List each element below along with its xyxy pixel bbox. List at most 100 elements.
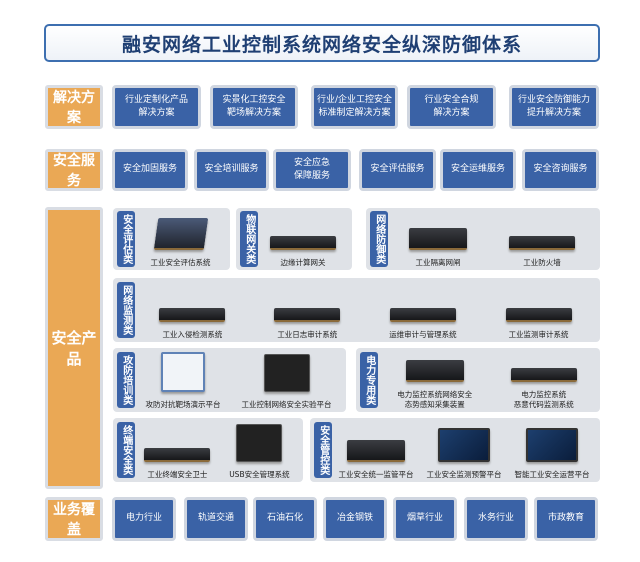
label-line: 安全培训服务 <box>204 164 259 175</box>
item-label: 行业安全防御能力提升解决方案 <box>518 94 590 121</box>
product-item[interactable]: 工业隔离网闸 <box>409 211 467 267</box>
product-item[interactable]: 工业防火墙 <box>509 211 575 267</box>
item-label: 烟草行业 <box>407 512 443 526</box>
solutions-item[interactable]: 行业安全合规解决方案 <box>407 85 496 129</box>
product-item[interactable]: 工业安全监测预警平台 <box>427 421 502 479</box>
product-item[interactable]: 工业日志审计系统 <box>274 281 341 339</box>
group-items: 工业隔离网闸 工业防火墙 <box>388 211 596 267</box>
group-title: 网络防御类 <box>370 211 388 267</box>
device-image-icon <box>236 423 283 462</box>
product-label: 边缘计算网关 <box>280 257 326 267</box>
group-title: 物联网关类 <box>240 211 258 267</box>
product-group: 网络监测类工业入侵检测系统工业日志审计系统运维审计与管理系统工业监测审计系统 <box>113 278 600 342</box>
solutions-item[interactable]: 行业定制化产品解决方案 <box>112 85 201 129</box>
product-item[interactable]: 攻防对抗靶场演示平台 <box>146 351 221 409</box>
group-title: 终端安全类 <box>117 422 135 478</box>
label-line: 实景化工控安全 <box>222 94 286 105</box>
product-label: 工业安全统一监管平台 <box>338 469 414 479</box>
product-item[interactable]: 工业安全评估系统 <box>151 211 211 267</box>
product-item[interactable]: 工业终端安全卫士 <box>144 421 211 479</box>
solutions-item[interactable]: 行业安全防御能力提升解决方案 <box>509 85 599 129</box>
label-line: 水务行业 <box>477 513 514 524</box>
product-label: 智能工业安全运营平台 <box>514 469 590 479</box>
device-image-icon <box>159 307 226 322</box>
product-item[interactable]: 电力监控系统网络安全 态势感知采集装置 <box>397 351 472 409</box>
product-item[interactable]: USB安全管理系统 <box>229 421 290 479</box>
product-label: 运维审计与管理系统 <box>389 329 457 339</box>
product-item[interactable]: 工业监测审计系统 <box>505 281 572 339</box>
coverage-item[interactable]: 石油石化 <box>253 497 317 541</box>
product-label: 工业控制网络安全实验平台 <box>241 399 332 409</box>
item-label: 石油石化 <box>267 512 303 526</box>
device-image-icon <box>526 427 578 462</box>
device-image-icon <box>270 235 336 250</box>
group-items: 电力监控系统网络安全 态势感知采集装置电力监控系统 恶意代码监测系统 <box>378 351 596 409</box>
coverage-item[interactable]: 轨道交通 <box>184 497 248 541</box>
device-image-icon <box>161 351 205 392</box>
item-label: 安全加固服务 <box>123 163 177 177</box>
label-line: 安全运维服务 <box>450 164 505 175</box>
coverage-item[interactable]: 水务行业 <box>464 497 528 541</box>
product-item[interactable]: 智能工业安全运营平台 <box>515 421 590 479</box>
label-line: 行业安全合规 <box>424 94 479 105</box>
device-image-icon <box>144 447 211 462</box>
services-item[interactable]: 安全咨询服务 <box>522 149 599 191</box>
device-image-icon <box>505 307 572 322</box>
services-item[interactable]: 安全加固服务 <box>112 149 188 191</box>
product-label: 工业安全评估系统 <box>150 257 211 267</box>
label-line: 市政教育 <box>547 513 584 524</box>
label-line: 冶金钢铁 <box>336 513 373 524</box>
group-title: 电力专用类 <box>360 352 378 408</box>
product-label: 工业隔离网闸 <box>415 257 461 267</box>
group-items: 工业安全评估系统 <box>135 211 226 267</box>
coverage-item[interactable]: 冶金钢铁 <box>323 497 387 541</box>
item-label: 市政教育 <box>548 512 584 526</box>
item-label: 轨道交通 <box>198 512 234 526</box>
label-line: 轨道交通 <box>197 513 234 524</box>
label-line: 行业/企业工控安全 <box>316 94 393 105</box>
label-line: 保障服务 <box>293 171 330 181</box>
services-item[interactable]: 安全培训服务 <box>194 149 269 191</box>
item-label: 安全咨询服务 <box>533 163 587 177</box>
solutions-item[interactable]: 行业/企业工控安全标准制定解决方案 <box>311 85 398 129</box>
services-item[interactable]: 安全应急保障服务 <box>273 149 351 191</box>
product-item[interactable]: 工业控制网络安全实验平台 <box>242 351 332 409</box>
product-item[interactable]: 边缘计算网关 <box>270 211 336 267</box>
product-label: 攻防对抗靶场演示平台 <box>145 399 221 409</box>
label-line: 安全评估服务 <box>370 164 425 175</box>
solutions-item[interactable]: 实景化工控安全靶场解决方案 <box>210 85 298 129</box>
device-image-icon <box>274 307 341 322</box>
services-item[interactable]: 安全运维服务 <box>440 149 516 191</box>
label-line: 安全应急 <box>293 157 330 168</box>
group-title: 安全管控类 <box>314 422 332 478</box>
product-label: 工业防火墙 <box>523 257 561 267</box>
group-items: 工业安全统一监管平台 工业安全监测预警平台智能工业安全运营平台 <box>332 421 596 479</box>
coverage-item[interactable]: 电力行业 <box>112 497 176 541</box>
item-label: 安全应急保障服务 <box>294 157 330 184</box>
item-label: 安全培训服务 <box>204 163 258 177</box>
device-image-icon <box>509 235 575 250</box>
product-group: 安全评估类工业安全评估系统 <box>113 208 230 270</box>
page-title: 融安网络工业控制系统网络安全纵深防御体系 <box>44 24 600 62</box>
item-label: 电力行业 <box>126 512 162 526</box>
item-label: 冶金钢铁 <box>337 512 373 526</box>
product-item[interactable]: 工业安全统一监管平台 <box>339 421 414 479</box>
device-image-icon <box>438 427 490 462</box>
product-item[interactable]: 电力监控系统 恶意代码监测系统 <box>510 351 577 409</box>
product-item[interactable]: 运维审计与管理系统 <box>389 281 457 339</box>
label-line: 安全咨询服务 <box>533 164 588 175</box>
product-label: 工业入侵检测系统 <box>162 329 223 339</box>
product-group: 攻防培训类攻防对抗靶场演示平台工业控制网络安全实验平台 <box>113 348 346 412</box>
label-line: 解决方案 <box>138 108 175 118</box>
product-group: 安全管控类工业安全统一监管平台 工业安全监测预警平台智能工业安全运营平台 <box>310 418 600 482</box>
label-line: 解决方案 <box>433 108 470 118</box>
services-item[interactable]: 安全评估服务 <box>359 149 436 191</box>
device-image-icon <box>405 360 464 383</box>
coverage-item[interactable]: 市政教育 <box>534 497 598 541</box>
group-items: 边缘计算网关 <box>258 211 348 267</box>
item-label: 水务行业 <box>478 512 514 526</box>
coverage-item[interactable]: 烟草行业 <box>393 497 457 541</box>
product-label: 工业监测审计系统 <box>508 329 569 339</box>
product-item[interactable]: 工业入侵检测系统 <box>159 281 226 339</box>
product-group: 物联网关类边缘计算网关 <box>236 208 352 270</box>
